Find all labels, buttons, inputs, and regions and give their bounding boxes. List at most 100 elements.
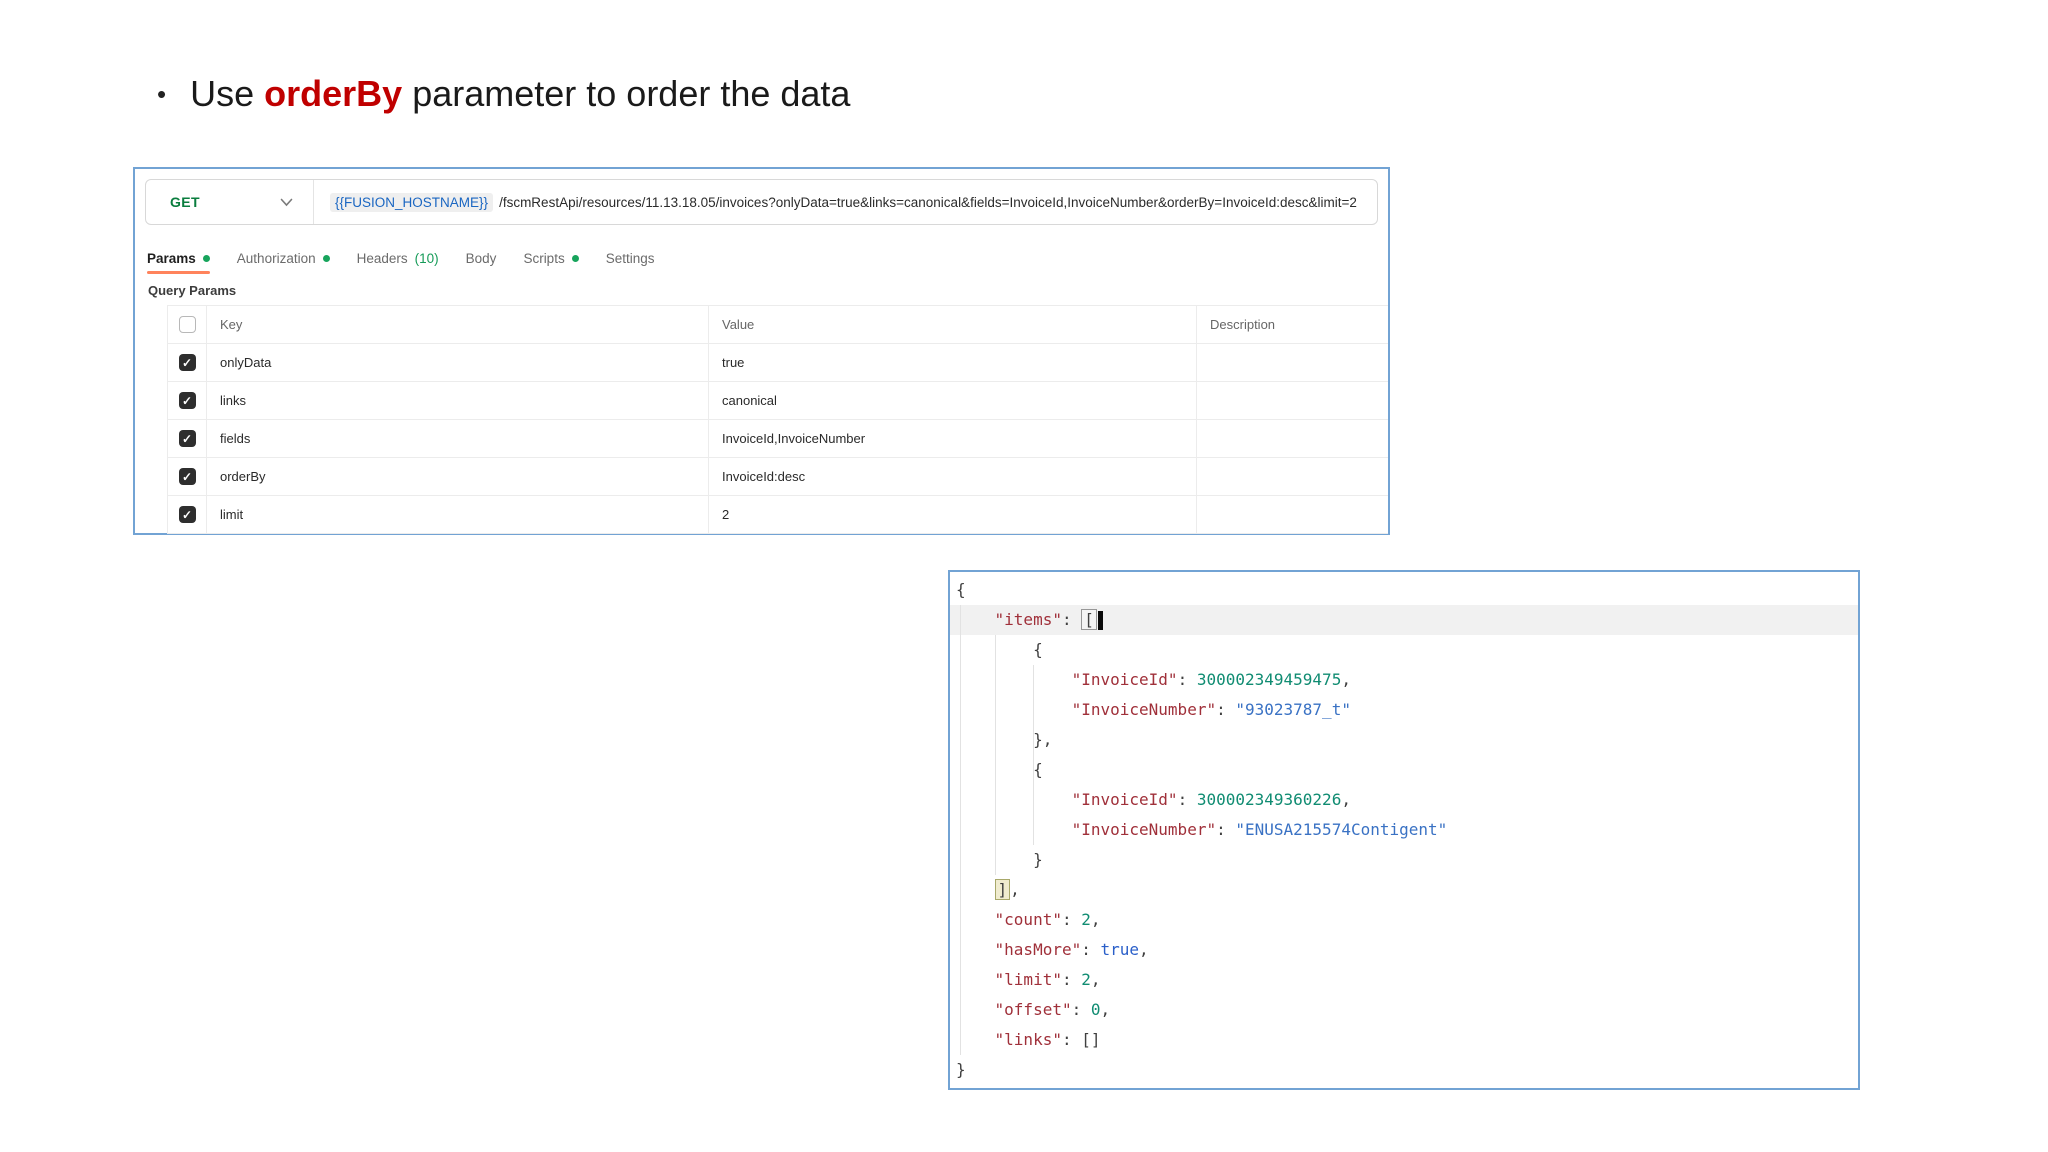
tab-label: Params — [147, 250, 196, 266]
row-checkbox[interactable]: ✓ — [178, 430, 196, 447]
code-token: "InvoiceNumber" — [1071, 700, 1217, 719]
code-line: ], — [956, 875, 1858, 905]
column-header-value: Value — [708, 306, 1196, 343]
url-variable: {{FUSION_HOSTNAME}} — [330, 192, 494, 212]
method-selector[interactable]: GET — [146, 180, 314, 224]
param-description-cell[interactable] — [1196, 382, 1388, 419]
code-token: : — [1061, 1030, 1082, 1049]
tab-params[interactable]: Params — [147, 241, 210, 275]
code-token: "ENUSA215574Contigent" — [1235, 820, 1448, 839]
code-token: { — [1033, 760, 1043, 779]
param-value-cell[interactable]: InvoiceId:desc — [708, 458, 1196, 495]
code-line: }, — [956, 725, 1858, 755]
title-post: parameter to order the data — [402, 73, 851, 114]
tab-label: Settings — [605, 250, 655, 266]
code-token: "93023787_t" — [1235, 700, 1351, 719]
request-panel: GET {{FUSION_HOSTNAME}} /fscmRestApi/res… — [133, 167, 1390, 535]
code-token: , — [1139, 940, 1149, 959]
code-token: 300002349459475 — [1196, 670, 1342, 689]
tab-scripts[interactable]: Scripts — [523, 241, 579, 275]
param-value-cell[interactable]: canonical — [708, 382, 1196, 419]
title-text: Use orderBy parameter to order the data — [190, 70, 850, 118]
code-line: "items": [ — [950, 605, 1858, 635]
param-key-cell[interactable]: orderBy — [206, 458, 708, 495]
code-token: : — [1081, 940, 1101, 959]
code-line: "links": [] — [956, 1025, 1858, 1055]
tab-label: Scripts — [523, 250, 565, 266]
code-line: } — [956, 845, 1858, 875]
code-line: "InvoiceId": 300002349459475, — [956, 665, 1858, 695]
tab-label: Body — [465, 250, 497, 266]
code-token — [956, 670, 1072, 689]
code-line: "InvoiceNumber": "ENUSA215574Contigent" — [956, 815, 1858, 845]
param-description-cell[interactable] — [1196, 344, 1388, 381]
param-key-cell[interactable]: onlyData — [206, 344, 708, 381]
param-description-cell[interactable] — [1196, 458, 1388, 495]
code-token: 2 — [1081, 970, 1091, 989]
code-token — [956, 940, 995, 959]
row-checkbox-cell: ✓ — [168, 382, 206, 419]
chevron-down-icon — [280, 198, 293, 206]
code-token: : — [1177, 790, 1197, 809]
indent-guide — [1033, 665, 1034, 845]
row-checkbox[interactable]: ✓ — [178, 468, 196, 485]
tab-label: Authorization — [236, 250, 316, 266]
code-line: "limit": 2, — [956, 965, 1858, 995]
code-token — [956, 700, 1072, 719]
column-header-description: Description — [1196, 306, 1388, 343]
code-token: } — [956, 1060, 966, 1079]
code-token: { — [1033, 640, 1043, 659]
row-checkbox[interactable]: ✓ — [178, 392, 196, 409]
bullet-marker: • — [157, 79, 167, 109]
row-checkbox[interactable]: ✓ — [178, 354, 196, 371]
tab-body[interactable]: Body — [466, 241, 497, 275]
code-token: , — [1100, 1000, 1111, 1019]
code-token: "links" — [994, 1030, 1062, 1049]
param-description-cell[interactable] — [1196, 420, 1388, 457]
url-path: /fscmRestApi/resources/11.13.18.05/invoi… — [499, 194, 1357, 210]
row-checkbox-cell: ✓ — [168, 458, 206, 495]
param-key-cell[interactable]: fields — [206, 420, 708, 457]
code-line: "hasMore": true, — [956, 935, 1858, 965]
code-token: }, — [1033, 730, 1053, 749]
param-value-cell[interactable]: InvoiceId,InvoiceNumber — [708, 420, 1196, 457]
select-all-checkbox[interactable] — [178, 316, 196, 333]
code-token: : — [1061, 910, 1082, 929]
param-value-cell[interactable]: 2 — [708, 496, 1196, 533]
param-key-cell[interactable]: links — [206, 382, 708, 419]
url-input[interactable]: {{FUSION_HOSTNAME}} /fscmRestApi/resourc… — [314, 180, 1377, 224]
response-panel[interactable]: { "items": [ { "InvoiceId": 300002349459… — [948, 570, 1860, 1090]
check-icon: ✓ — [181, 355, 193, 370]
param-key-cell[interactable]: limit — [206, 496, 708, 533]
tab-headers[interactable]: Headers(10) — [357, 241, 439, 275]
code-token: "InvoiceNumber" — [1071, 820, 1217, 839]
column-header-key: Key — [206, 306, 708, 343]
code-line: { — [956, 575, 1858, 605]
check-icon: ✓ — [181, 431, 193, 446]
param-value-cell[interactable]: true — [708, 344, 1196, 381]
indent-guide — [960, 605, 961, 1055]
code-token: : — [1061, 610, 1082, 629]
code-token: "offset" — [994, 1000, 1072, 1019]
code-token: 300002349360226 — [1196, 790, 1342, 809]
code-token: , — [1341, 790, 1351, 809]
code-token — [956, 820, 1072, 839]
code-token: true — [1100, 940, 1140, 959]
code-token: , — [1341, 670, 1351, 689]
tab-settings[interactable]: Settings — [606, 241, 655, 275]
row-checkbox-cell: ✓ — [168, 496, 206, 533]
code-token — [956, 790, 1072, 809]
code-token — [956, 610, 995, 629]
row-checkbox-cell: ✓ — [168, 420, 206, 457]
row-checkbox[interactable]: ✓ — [178, 506, 196, 523]
code-line: { — [956, 755, 1858, 785]
param-description-cell[interactable] — [1196, 496, 1388, 533]
green-dot-icon — [322, 254, 330, 262]
code-line: "count": 2, — [956, 905, 1858, 935]
code-token — [956, 1030, 995, 1049]
tab-authorization[interactable]: Authorization — [237, 241, 330, 275]
